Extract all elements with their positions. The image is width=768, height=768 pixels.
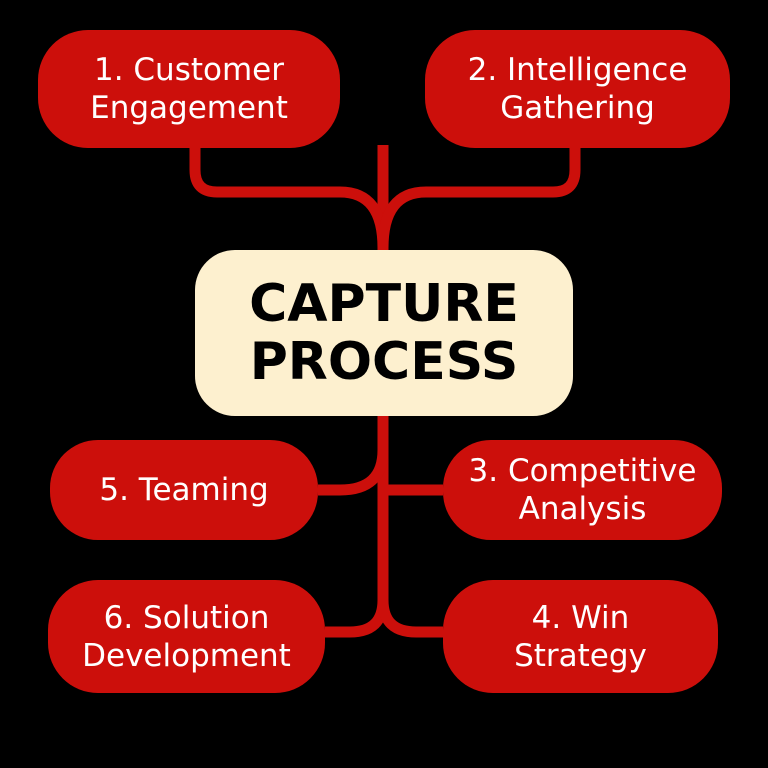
- step-label: 1. Customer Engagement: [90, 52, 288, 126]
- center-title-box: CAPTURE PROCESS: [195, 250, 573, 416]
- step-1-customer-engagement: 1. Customer Engagement: [38, 30, 340, 148]
- step-4-win-strategy: 4. Win Strategy: [443, 580, 718, 693]
- step-label: 6. Solution Development: [82, 599, 291, 674]
- step-6-solution-development: 6. Solution Development: [48, 580, 325, 693]
- step-3-competitive-analysis: 3. Competitive Analysis: [443, 440, 722, 540]
- connector-step-6: [325, 580, 389, 638]
- center-title: CAPTURE PROCESS: [249, 274, 519, 392]
- connector-step-4: [377, 580, 443, 638]
- step-5-teaming: 5. Teaming: [50, 440, 318, 540]
- step-label: 3. Competitive Analysis: [468, 453, 697, 527]
- step-2-intelligence-gathering: 2. Intelligence Gathering: [425, 30, 730, 148]
- step-label: 2. Intelligence Gathering: [467, 52, 688, 126]
- connector-step-1: [189, 148, 389, 249]
- step-label: 5. Teaming: [99, 472, 269, 508]
- step-label: 4. Win Strategy: [514, 599, 647, 674]
- connector-step-2: [377, 148, 581, 249]
- connector-step-5: [318, 430, 389, 496]
